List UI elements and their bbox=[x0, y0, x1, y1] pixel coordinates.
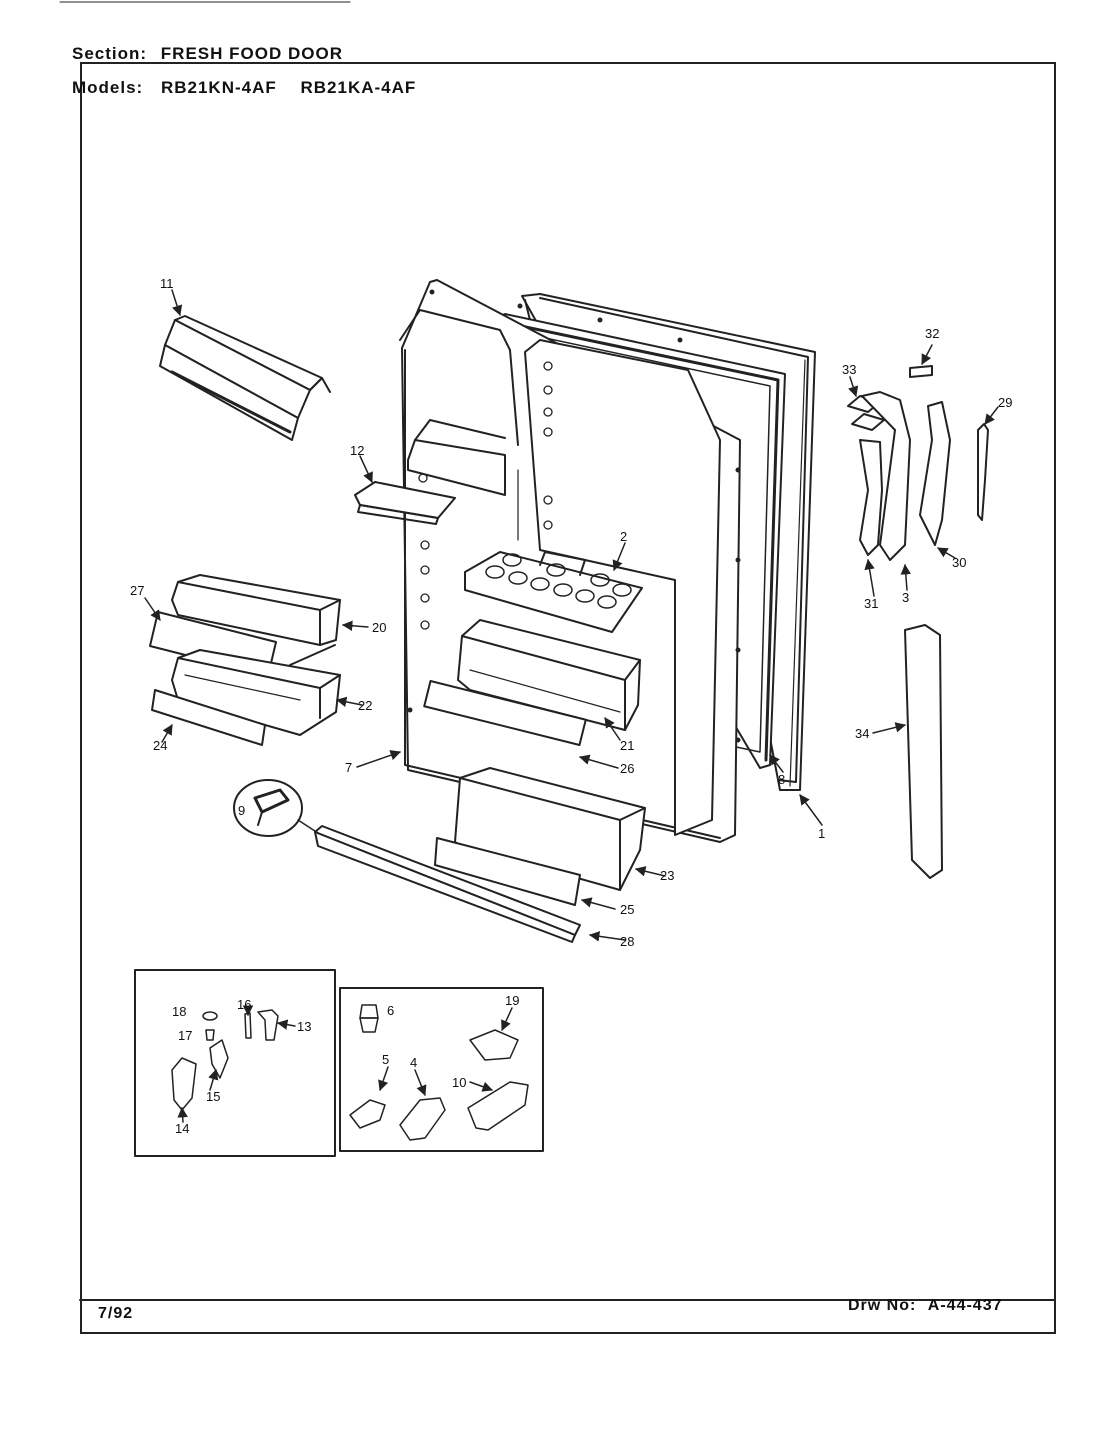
callout-13: 13 bbox=[297, 1019, 311, 1034]
callout-17: 17 bbox=[178, 1028, 192, 1043]
callout-leaders bbox=[144, 289, 999, 1123]
callout-25: 25 bbox=[620, 902, 634, 917]
part-door-hinge-parts bbox=[847, 365, 989, 561]
part-shelf-trim-strip bbox=[423, 680, 587, 746]
models-label: Models: bbox=[72, 78, 144, 97]
part-trim-end-cap-detail bbox=[233, 779, 319, 837]
callout-24: 24 bbox=[153, 738, 167, 753]
inset-box-hinge-hardware bbox=[134, 969, 336, 1157]
callout-7: 7 bbox=[345, 760, 352, 775]
part-dairy-door bbox=[159, 315, 331, 441]
models-header: Models: RB21KN-4AF RB21KA-4AF bbox=[72, 78, 416, 98]
part-bin-label-lower bbox=[151, 689, 266, 746]
part-egg-tray bbox=[464, 551, 643, 633]
callout-20: 20 bbox=[372, 620, 386, 635]
callout-6: 6 bbox=[387, 1003, 394, 1018]
callout-3: 3 bbox=[902, 590, 909, 605]
revision-date: 7/92 bbox=[98, 1305, 134, 1322]
callout-29: 29 bbox=[998, 395, 1012, 410]
callout-33: 33 bbox=[842, 362, 856, 377]
callout-30: 30 bbox=[952, 555, 966, 570]
callout-12: 12 bbox=[350, 443, 364, 458]
model-number-1: RB21KN-4AF bbox=[160, 78, 277, 97]
callout-18: 18 bbox=[172, 1004, 186, 1019]
callout-34: 34 bbox=[855, 726, 869, 741]
inset-hinge-hardware-parts bbox=[171, 1009, 279, 1111]
callout-5: 5 bbox=[382, 1052, 389, 1067]
callout-11: 11 bbox=[160, 276, 174, 291]
callout-2: 2 bbox=[620, 529, 627, 544]
callout-31: 31 bbox=[864, 596, 878, 611]
inset-door-hardware-parts bbox=[349, 1004, 529, 1141]
callout-15: 15 bbox=[206, 1089, 220, 1104]
callout-32: 32 bbox=[925, 326, 939, 341]
callout-8: 8 bbox=[778, 772, 785, 787]
part-door-bin-upper bbox=[171, 574, 341, 666]
part-liner-top-shelf bbox=[407, 419, 506, 496]
part-butter-shelf bbox=[354, 481, 456, 525]
callout-23: 23 bbox=[660, 868, 674, 883]
callout-22: 22 bbox=[358, 698, 372, 713]
part-door-bottom-trim bbox=[314, 825, 581, 943]
section-value: FRESH FOOD DOOR bbox=[160, 44, 343, 63]
callout-19: 19 bbox=[505, 993, 519, 1008]
drawing-number: Drw No: A-44-437 bbox=[848, 1297, 1002, 1315]
drawing-number-label: Drw No: bbox=[848, 1297, 917, 1314]
callout-9: 9 bbox=[238, 803, 245, 818]
section-label: Section: bbox=[72, 44, 148, 63]
callout-21: 21 bbox=[620, 738, 634, 753]
callout-10: 10 bbox=[452, 1075, 466, 1090]
callout-28: 28 bbox=[620, 934, 634, 949]
callout-26: 26 bbox=[620, 761, 634, 776]
section-header: Section: FRESH FOOD DOOR bbox=[72, 44, 343, 64]
callout-14: 14 bbox=[175, 1121, 189, 1136]
drawing-number-value: A-44-437 bbox=[927, 1297, 1003, 1314]
inset-box-door-hardware bbox=[339, 987, 544, 1152]
drawing-frame bbox=[80, 62, 1056, 1334]
part-bin-label-bottom bbox=[434, 837, 581, 906]
model-number-2: RB21KA-4AF bbox=[300, 78, 417, 97]
callout-27: 27 bbox=[130, 583, 144, 598]
callout-16: 16 bbox=[237, 997, 251, 1012]
callout-1: 1 bbox=[818, 826, 825, 841]
callout-labels: 11 12 2 27 20 22 24 21 7 26 8 1 9 23 25 … bbox=[130, 276, 1012, 1136]
part-door-side-trim bbox=[904, 624, 943, 879]
callout-4: 4 bbox=[410, 1055, 417, 1070]
